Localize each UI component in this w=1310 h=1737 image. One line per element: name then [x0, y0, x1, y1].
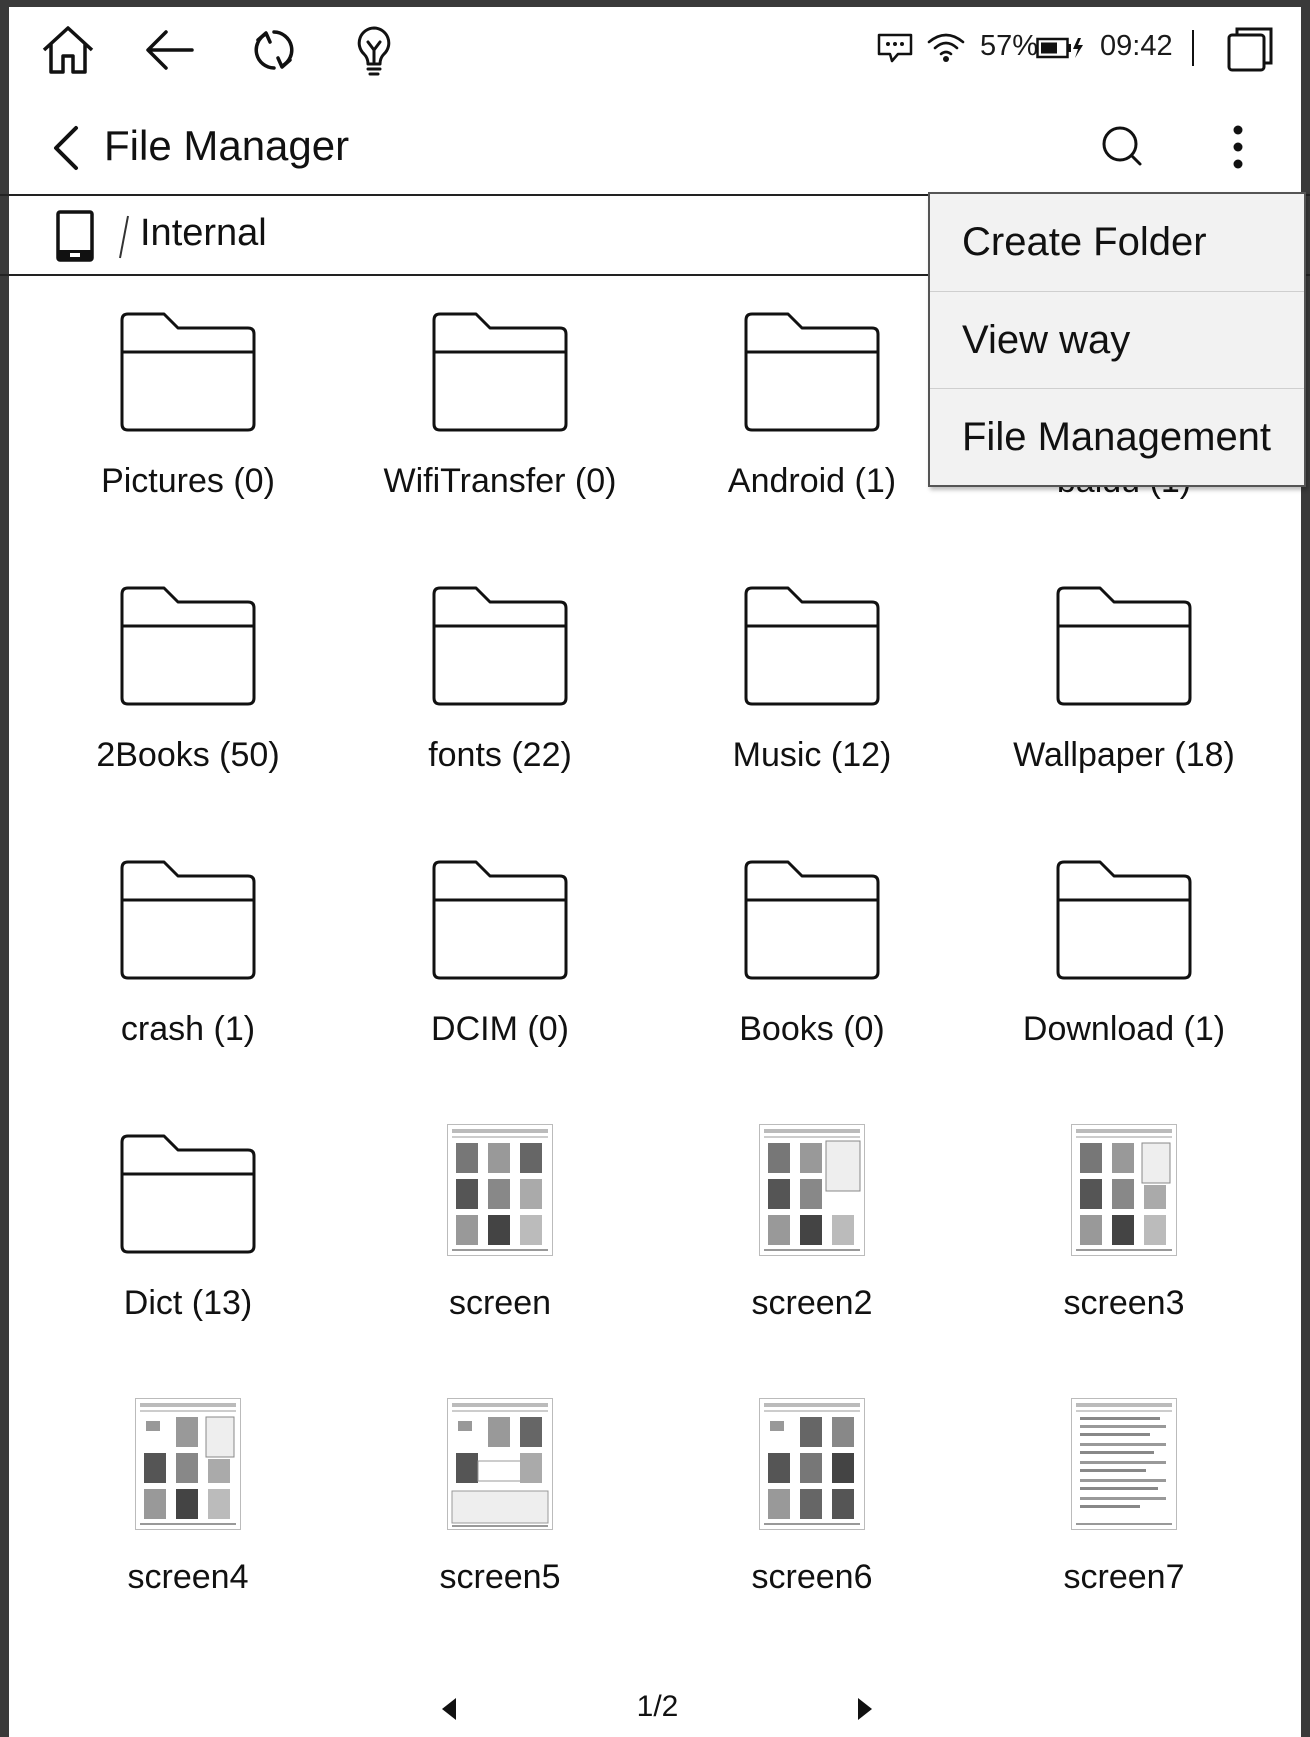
folder-item[interactable]: Wallpaper (18): [968, 564, 1280, 834]
home-icon[interactable]: [38, 20, 98, 80]
folder-item[interactable]: Books (0): [656, 838, 968, 1108]
folder-label: Wallpaper (18): [1013, 736, 1235, 774]
back-arrow-icon[interactable]: [140, 20, 200, 80]
image-file-item[interactable]: screen3: [968, 1112, 1280, 1382]
folder-item[interactable]: Pictures (0): [32, 290, 344, 560]
folder-icon: [432, 586, 568, 706]
breadcrumb-internal[interactable]: Internal: [140, 212, 267, 254]
lightbulb-icon[interactable]: [344, 20, 404, 80]
app-bar: File Manager: [0, 100, 1310, 196]
folder-icon: [744, 860, 880, 980]
folder-label: 2Books (50): [96, 736, 280, 774]
folder-item[interactable]: Music (12): [656, 564, 968, 834]
folder-item[interactable]: Android (1): [656, 290, 968, 560]
status-bar: 57% 09:42: [0, 0, 1310, 100]
folder-label: Android (1): [727, 462, 897, 500]
wifi-icon: [926, 30, 966, 69]
folder-item[interactable]: fonts (22): [344, 564, 656, 834]
chevron-left-icon[interactable]: [46, 122, 90, 174]
folder-item[interactable]: Download (1): [968, 838, 1280, 1108]
pagination: 1/2: [0, 1680, 1310, 1737]
page-title: File Manager: [104, 122, 350, 169]
clock-time: 09:42: [1100, 30, 1173, 62]
folder-label: Download (1): [1022, 1010, 1226, 1048]
image-thumbnail: [759, 1124, 865, 1256]
folder-label: crash (1): [120, 1010, 256, 1048]
options-menu: Create Folder View way File Management: [928, 192, 1306, 487]
folder-icon: [432, 860, 568, 980]
folder-item[interactable]: DCIM (0): [344, 838, 656, 1108]
image-file-item[interactable]: screen6: [656, 1386, 968, 1656]
folder-icon: [120, 860, 256, 980]
file-label: screen2: [751, 1284, 873, 1322]
folder-label: Pictures (0): [101, 462, 275, 500]
folder-icon: [120, 312, 256, 432]
path-separator: [118, 214, 130, 260]
image-thumbnail: [1071, 1124, 1177, 1256]
menu-item-file-management[interactable]: File Management: [930, 388, 1304, 484]
more-vert-icon[interactable]: [1220, 122, 1256, 172]
file-label: screen6: [751, 1558, 873, 1596]
folder-label: WifiTransfer (0): [383, 462, 617, 500]
image-file-item[interactable]: screen4: [32, 1386, 344, 1656]
folder-icon: [744, 586, 880, 706]
status-divider: [1192, 30, 1194, 66]
breadcrumb: Internal: [0, 196, 1310, 276]
folder-icon: [120, 1134, 256, 1254]
folder-label: DCIM (0): [431, 1010, 569, 1048]
file-label: screen7: [1063, 1558, 1185, 1596]
image-file-item[interactable]: screen5: [344, 1386, 656, 1656]
file-label: screen5: [439, 1558, 561, 1596]
menu-item-view-way[interactable]: View way: [930, 291, 1304, 387]
image-file-item[interactable]: screen2: [656, 1112, 968, 1382]
folder-item[interactable]: WifiTransfer (0): [344, 290, 656, 560]
refresh-icon[interactable]: [244, 20, 304, 80]
tablet-device-icon[interactable]: [54, 210, 98, 262]
next-page-icon[interactable]: [852, 1694, 878, 1724]
image-thumbnail: [1071, 1398, 1177, 1530]
folder-item[interactable]: crash (1): [32, 838, 344, 1108]
folder-label: Music (12): [732, 736, 892, 774]
battery-percent: 57%: [980, 30, 1039, 62]
folder-label: Dict (13): [123, 1284, 253, 1322]
folder-icon: [432, 312, 568, 432]
search-icon[interactable]: [1098, 122, 1148, 172]
folder-item[interactable]: Dict (13): [32, 1112, 344, 1382]
image-file-item[interactable]: screen: [344, 1112, 656, 1382]
file-label: screen: [448, 1284, 552, 1322]
image-thumbnail: [135, 1398, 241, 1530]
menu-item-create-folder[interactable]: Create Folder: [962, 220, 1207, 264]
file-label: screen3: [1063, 1284, 1185, 1322]
prev-page-icon[interactable]: [436, 1694, 462, 1724]
recent-apps-icon[interactable]: [1226, 24, 1276, 74]
image-thumbnail: [447, 1398, 553, 1530]
folder-icon: [1056, 860, 1192, 980]
message-icon: [876, 32, 914, 69]
file-label: screen4: [127, 1558, 249, 1596]
folder-icon: [744, 312, 880, 432]
folder-icon: [120, 586, 256, 706]
folder-item[interactable]: 2Books (50): [32, 564, 344, 834]
folder-label: Books (0): [739, 1010, 885, 1048]
folder-icon: [1056, 586, 1192, 706]
image-thumbnail: [447, 1124, 553, 1256]
image-thumbnail: [759, 1398, 865, 1530]
battery-charging-icon: [1036, 36, 1084, 65]
page-indicator: 1/2: [636, 1690, 679, 1723]
image-file-item[interactable]: screen7: [968, 1386, 1280, 1656]
folder-label: fonts (22): [428, 736, 572, 774]
